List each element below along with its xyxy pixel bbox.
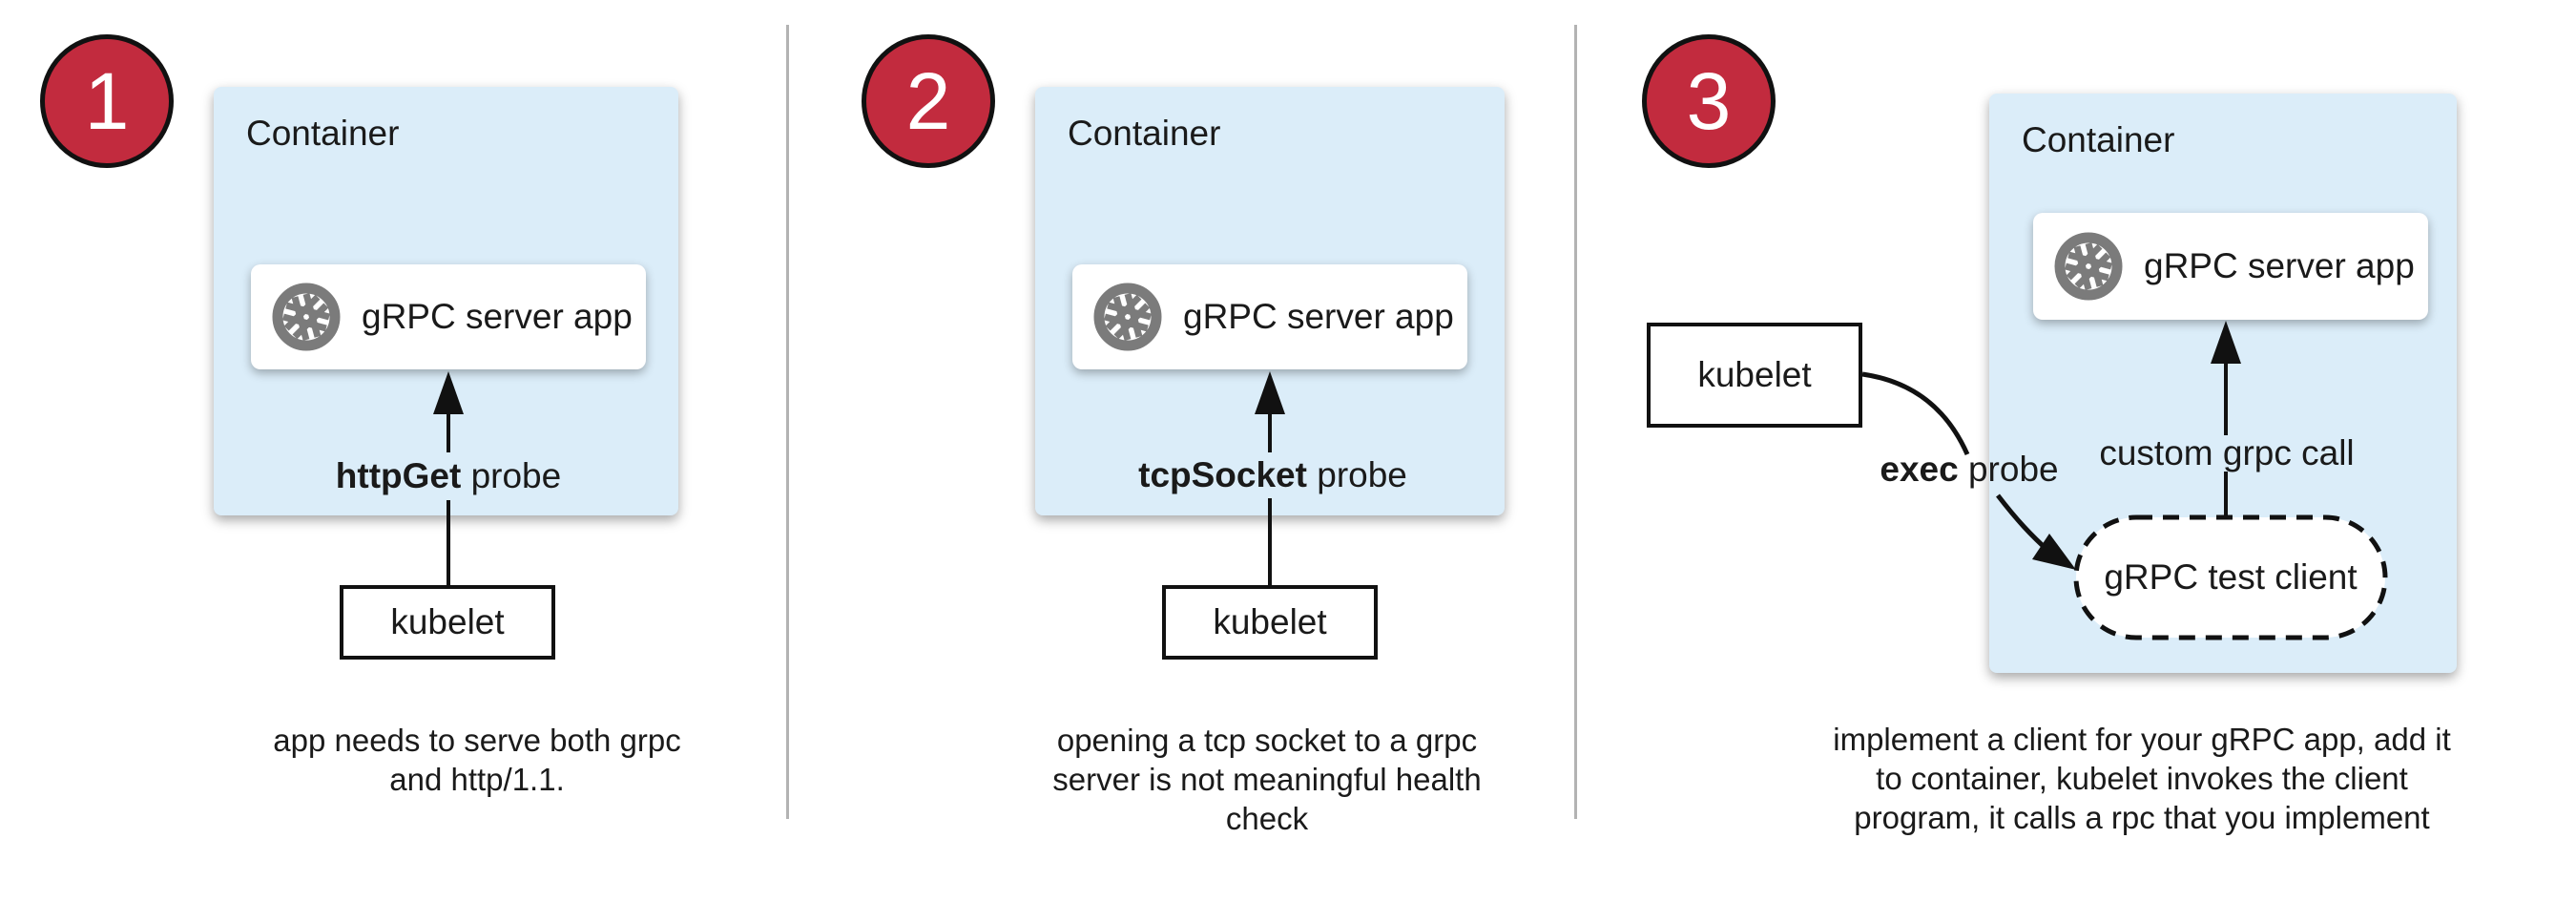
exec-probe-label: exec probe (1880, 450, 2058, 490)
kubelet-box-1: kubelet (340, 585, 555, 660)
container-label-3: Container (2022, 120, 2175, 159)
step-1-number: 1 (84, 56, 130, 146)
caption-3: implement a client for your gRPC app, ad… (1833, 720, 2450, 837)
caption-line: program, it calls a rpc that you impleme… (1854, 800, 2430, 835)
grpc-server-app-box-1: gRPC server app (251, 264, 646, 369)
aperture-icon (272, 283, 341, 351)
caption-line: and http/1.1. (389, 762, 565, 797)
caption-line: implement a client for your gRPC app, ad… (1833, 722, 2451, 757)
step-1-badge: 1 (40, 34, 174, 168)
step-2-badge: 2 (862, 34, 995, 168)
grpc-server-app-box-3: gRPC server app (2033, 213, 2428, 320)
httpget-probe-arrow (433, 371, 464, 585)
probe-suffix: probe (461, 456, 562, 495)
aperture-icon (2054, 232, 2123, 301)
step-3-badge: 3 (1642, 34, 1776, 168)
probe-suffix: probe (1306, 455, 1407, 494)
grpc-server-app-label: gRPC server app (2144, 246, 2415, 285)
kubelet-label: kubelet (1213, 602, 1327, 641)
grpc-test-client-shape (2073, 514, 2388, 640)
step-2-number: 2 (905, 56, 951, 146)
probe-keyword: httpGet (335, 456, 462, 495)
caption-1: app needs to serve both grpc and http/1.… (273, 721, 680, 799)
exec-probe-arrow (1861, 371, 2076, 570)
tcpsocket-probe-arrow (1255, 371, 1285, 585)
custom-grpc-call-label: custom grpc call (2099, 433, 2355, 472)
container-label-2: Container (1068, 114, 1221, 153)
caption-line: check (1225, 801, 1309, 836)
kubelet-label: kubelet (1697, 355, 1812, 394)
grpc-test-client-label: gRPC test client (2104, 557, 2358, 597)
kubelet-box-3: kubelet (1647, 323, 1862, 428)
custom-grpc-call-arrow (2211, 321, 2241, 516)
kubelet-label: kubelet (390, 602, 505, 641)
probe-keyword: tcpSocket (1138, 455, 1307, 494)
caption-line: opening a tcp socket to a grpc (1056, 723, 1478, 758)
grpc-server-app-label: gRPC server app (1183, 297, 1454, 336)
httpget-probe-label: httpGet probe (336, 456, 561, 496)
panel-divider-1 (786, 25, 789, 819)
aperture-icon (1093, 283, 1162, 351)
step-3-number: 3 (1686, 56, 1732, 146)
probe-suffix: probe (1958, 450, 2059, 489)
container-label-1: Container (246, 114, 400, 153)
probe-keyword: exec (1880, 450, 1959, 489)
kubelet-box-2: kubelet (1162, 585, 1378, 660)
tcpsocket-probe-label: tcpSocket probe (1138, 455, 1407, 495)
caption-line: server is not meaningful health (1052, 762, 1482, 797)
caption-line: to container, kubelet invokes the client (1876, 761, 2408, 796)
grpc-server-app-box-2: gRPC server app (1072, 264, 1467, 369)
panel-divider-2 (1574, 25, 1577, 819)
caption-2: opening a tcp socket to a grpc server is… (1052, 721, 1481, 838)
grpc-server-app-label: gRPC server app (362, 297, 633, 336)
caption-line: app needs to serve both grpc (273, 723, 681, 758)
